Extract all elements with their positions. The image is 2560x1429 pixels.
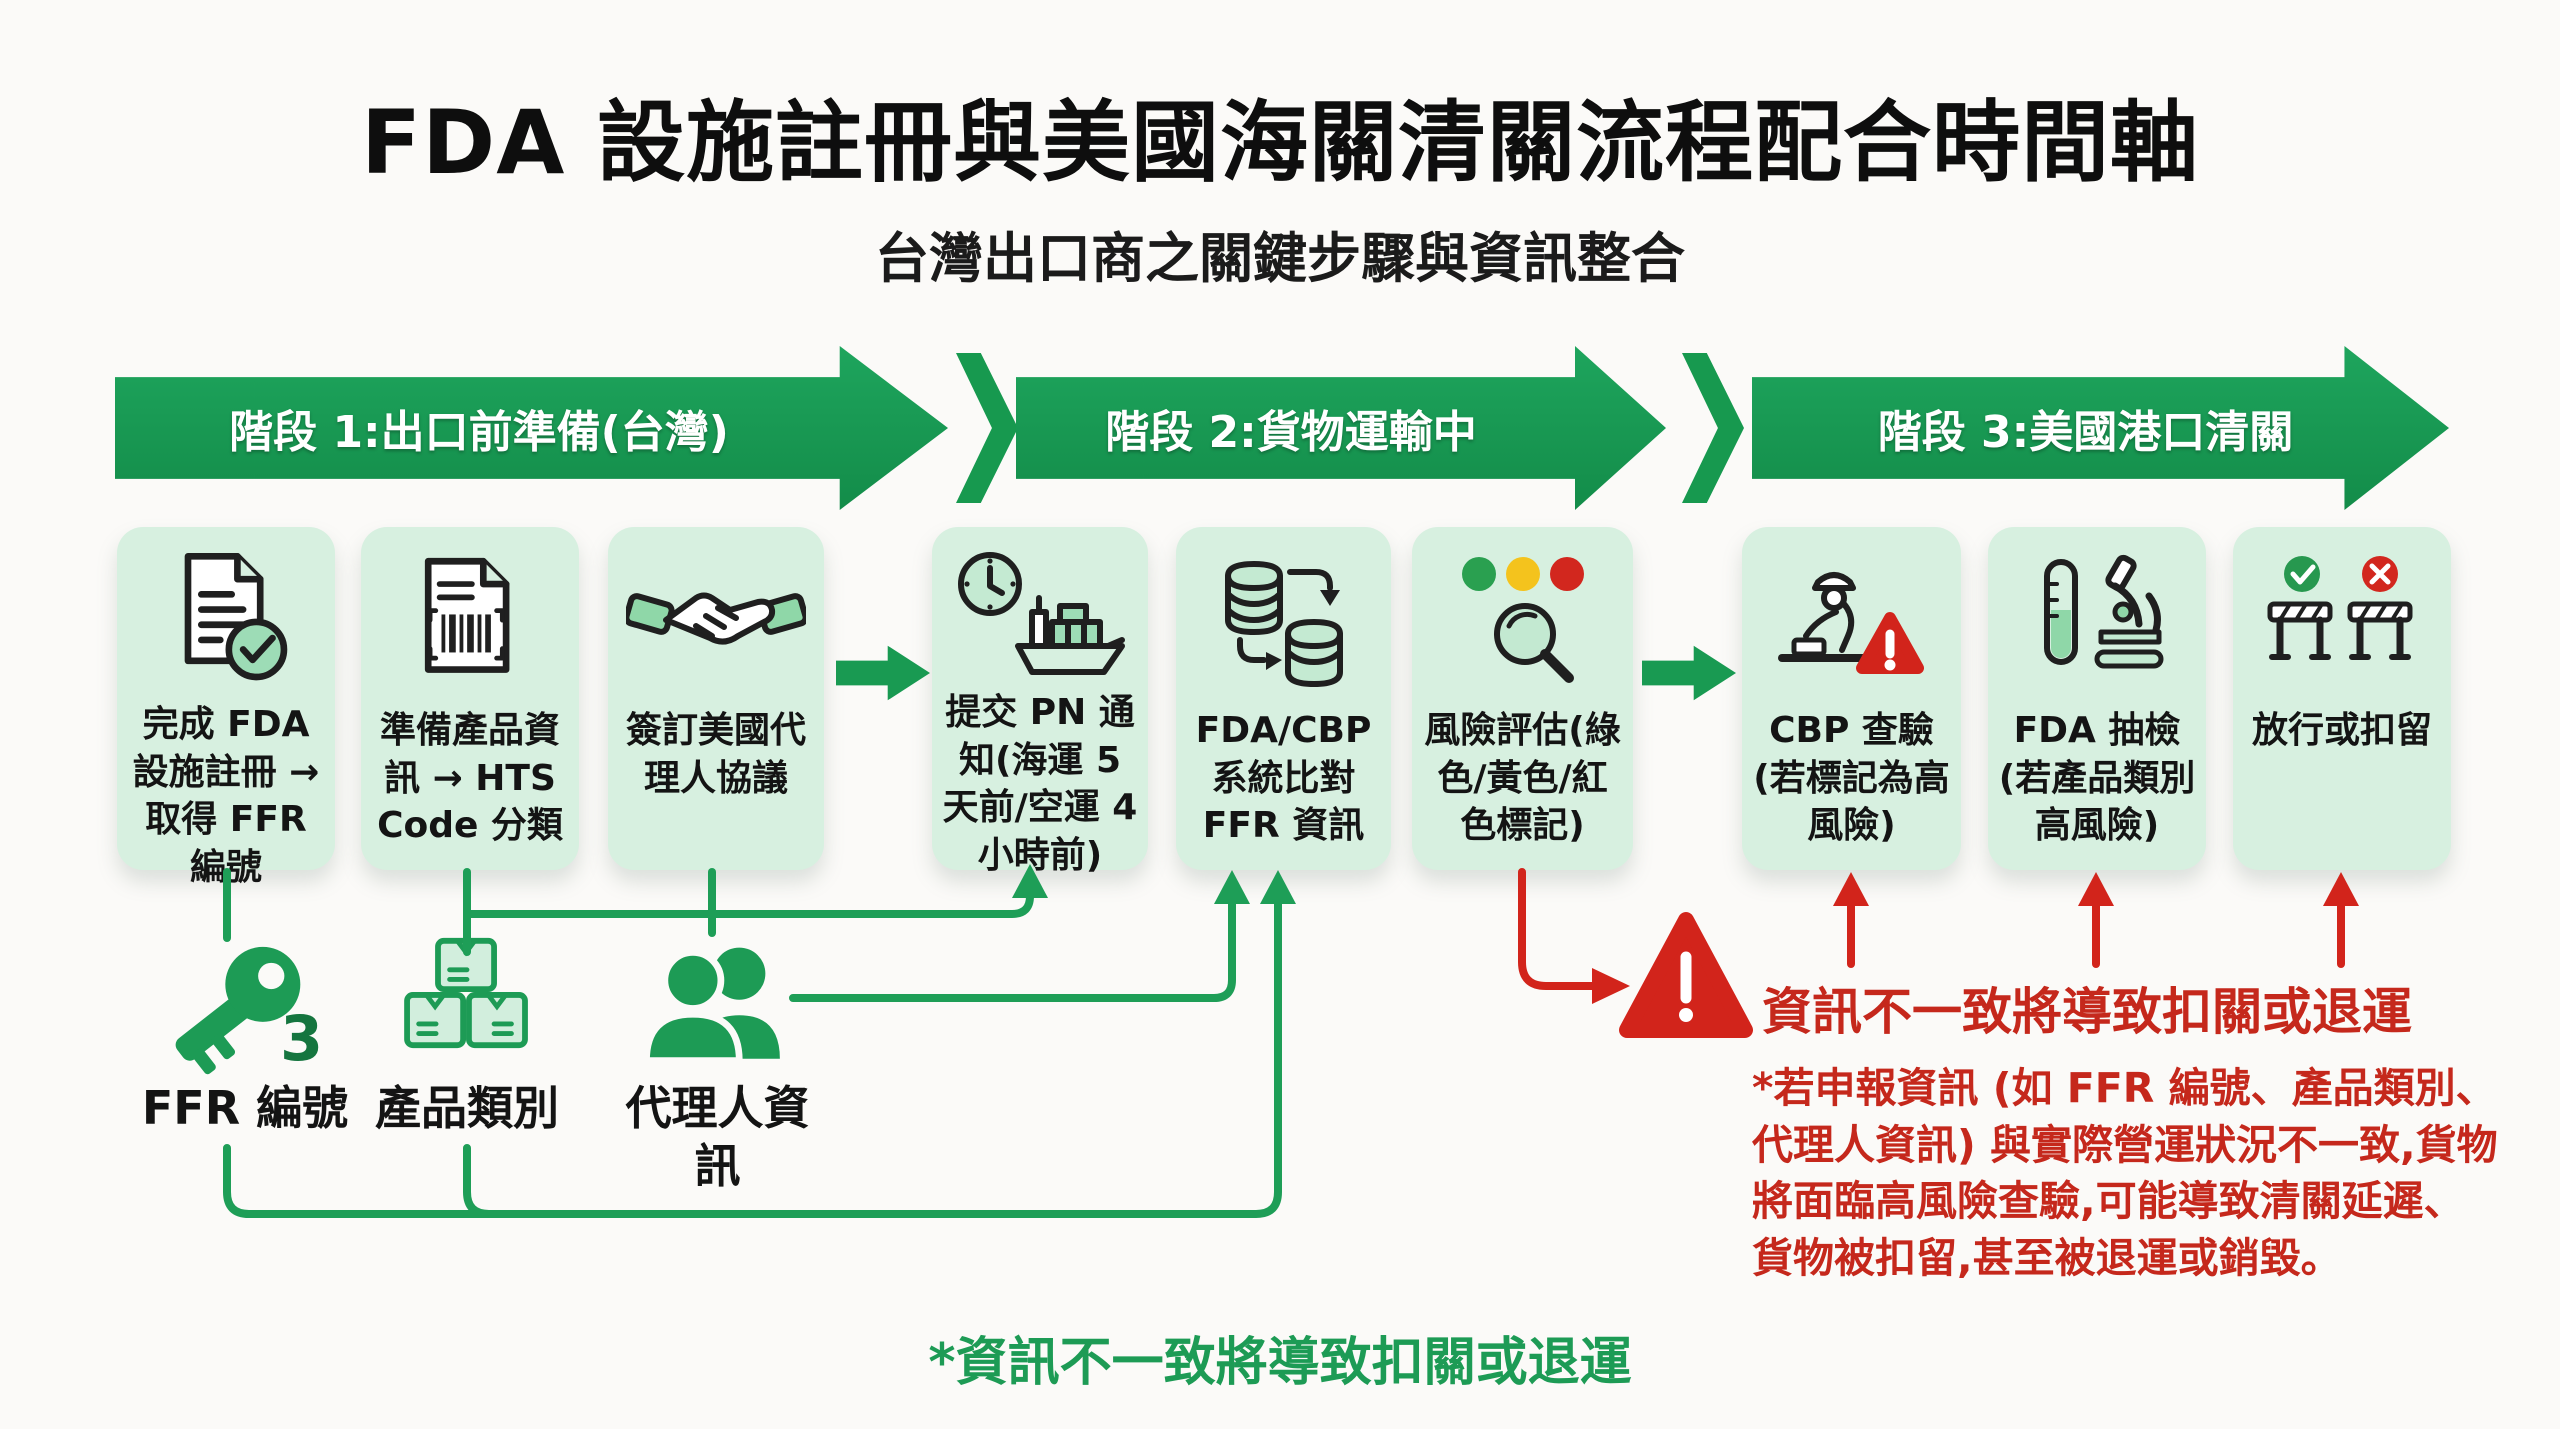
card-risk-assessment: 風險評估(綠色/黃色/紅色標記) (1412, 527, 1633, 870)
warning-body-line: *若申報資訊 (如 FFR 編號、產品類別、 (1752, 1064, 2497, 1112)
key-badge: 3 (280, 1002, 324, 1075)
key-item-label: 產品類別 (375, 1081, 559, 1135)
card-label: FDA 抽檢(若產品類別高風險) (1998, 710, 2196, 847)
chevron-right-icon (1682, 353, 1744, 503)
card-label: 提交 PN 通知(海運 5 天前/空運 4 小時前) (942, 692, 1138, 876)
forward-arrow-icon (836, 645, 930, 701)
connector-boxes-to-collector (463, 1144, 493, 1218)
alert-triangle-icon (1855, 612, 1924, 674)
clock-ship-icon (948, 547, 1132, 681)
card-label: 風險評估(綠色/黃色/紅色標記) (1424, 710, 1621, 847)
card-label: CBP 查驗(若標記為高風險) (1753, 710, 1950, 847)
warning-body-line: 貨物被扣留,甚至被退運或銷毀。 (1752, 1233, 2342, 1282)
document-check-icon (150, 547, 302, 693)
arrowhead-up (2078, 872, 2114, 906)
release-hold-icon (2262, 547, 2422, 699)
card-product-info: 準備產品資訊 → HTS Code 分類 (361, 527, 579, 870)
test-tube-microscope-icon (2017, 547, 2177, 699)
page-subtitle: 台灣出口商之關鍵步驟與資訊整合 (875, 227, 1685, 290)
card-label: 準備產品資訊 → HTS Code 分類 (377, 710, 563, 847)
barcode-document-icon (394, 547, 546, 699)
stage-banner-1: 階段 1:出口前準備(台灣) (115, 346, 948, 510)
boxes-icon (352, 935, 582, 1080)
connector-people-to-match (789, 898, 1236, 1002)
customs-officer-alert-icon (1772, 547, 1932, 699)
arrowhead-right (1592, 968, 1630, 1004)
card-fda-sampling: FDA 抽檢(若產品類別高風險) (1988, 527, 2206, 870)
connector-risk-to-warning (1518, 868, 1596, 990)
stage-banner-3-label: 階段 3:美國港口清關 (1877, 407, 2294, 458)
card-label: 簽訂美國代理人協議 (625, 710, 806, 799)
chevron-right-icon (956, 353, 1018, 503)
handshake-icon (626, 547, 806, 699)
stage-banner-2: 階段 2:貨物運輸中 (1016, 346, 1666, 510)
warning-body: *若申報資訊 (如 FFR 編號、產品類別、 代理人資訊) 與實際營運狀況不一致… (1752, 1060, 2498, 1286)
key-item-product: 產品類別 (352, 935, 582, 1138)
key-icon: 3 (120, 930, 370, 1080)
card-label: 放行或扣留 (2251, 710, 2432, 751)
stage-banner-2-label: 階段 2:貨物運輸中 (1105, 407, 1477, 458)
stage-banner-3: 階段 3:美國港口清關 (1752, 346, 2449, 510)
warning-body-line: 將面臨高風險查驗,可能導致清關延遲、 (1752, 1177, 2465, 1226)
page-title: FDA 設施註冊與美國海關清關流程配合時間軸 (361, 91, 2199, 194)
arrowhead-up (1260, 870, 1296, 904)
check-icon (2284, 556, 2320, 592)
card-release-or-hold: 放行或扣留 (2233, 527, 2451, 870)
arrowhead-up (1833, 872, 1869, 906)
key-item-label: FFR 編號 (141, 1081, 349, 1135)
warning-body-line: 代理人資訊) 與實際營運狀況不一致,貨物 (1752, 1120, 2498, 1169)
risk-lights-magnifier-icon (1443, 547, 1603, 699)
key-item-agent: 代理人資訊 (615, 935, 820, 1195)
connector-card2-to-pn (463, 892, 1034, 918)
key-item-label: 代理人資訊 (625, 1081, 810, 1193)
card-system-match: FDA/CBP 系統比對 FFR 資訊 (1176, 527, 1391, 870)
card-fda-registration: 完成 FDA 設施註冊 → 取得 FFR 編號 (117, 527, 335, 888)
card-pn-submission: 提交 PN 通知(海運 5 天前/空運 4 小時前) (932, 527, 1148, 876)
card-cbp-inspection: CBP 查驗(若標記為高風險) (1742, 527, 1961, 870)
key-item-ffr: 3 FFR 編號 (120, 930, 370, 1138)
arrowhead-up (2323, 872, 2359, 906)
card-agent-agreement: 簽訂美國代理人協議 (608, 527, 824, 870)
people-icon (615, 935, 820, 1080)
warning-headline: 資訊不一致將導致扣關或退運 (1762, 983, 2412, 1041)
warning-triangle-icon (1619, 912, 1753, 1038)
footnote: *資訊不一致將導致扣關或退運 (928, 1333, 1632, 1393)
database-sync-icon (1204, 547, 1364, 699)
arrowhead-up (1214, 870, 1250, 904)
stage-banner-1-label: 階段 1:出口前準備(台灣) (229, 407, 729, 458)
card-label: 完成 FDA 設施註冊 → 取得 FFR 編號 (132, 704, 320, 888)
card-label: FDA/CBP 系統比對 FFR 資訊 (1195, 710, 1372, 847)
forward-arrow-icon (1642, 645, 1736, 701)
